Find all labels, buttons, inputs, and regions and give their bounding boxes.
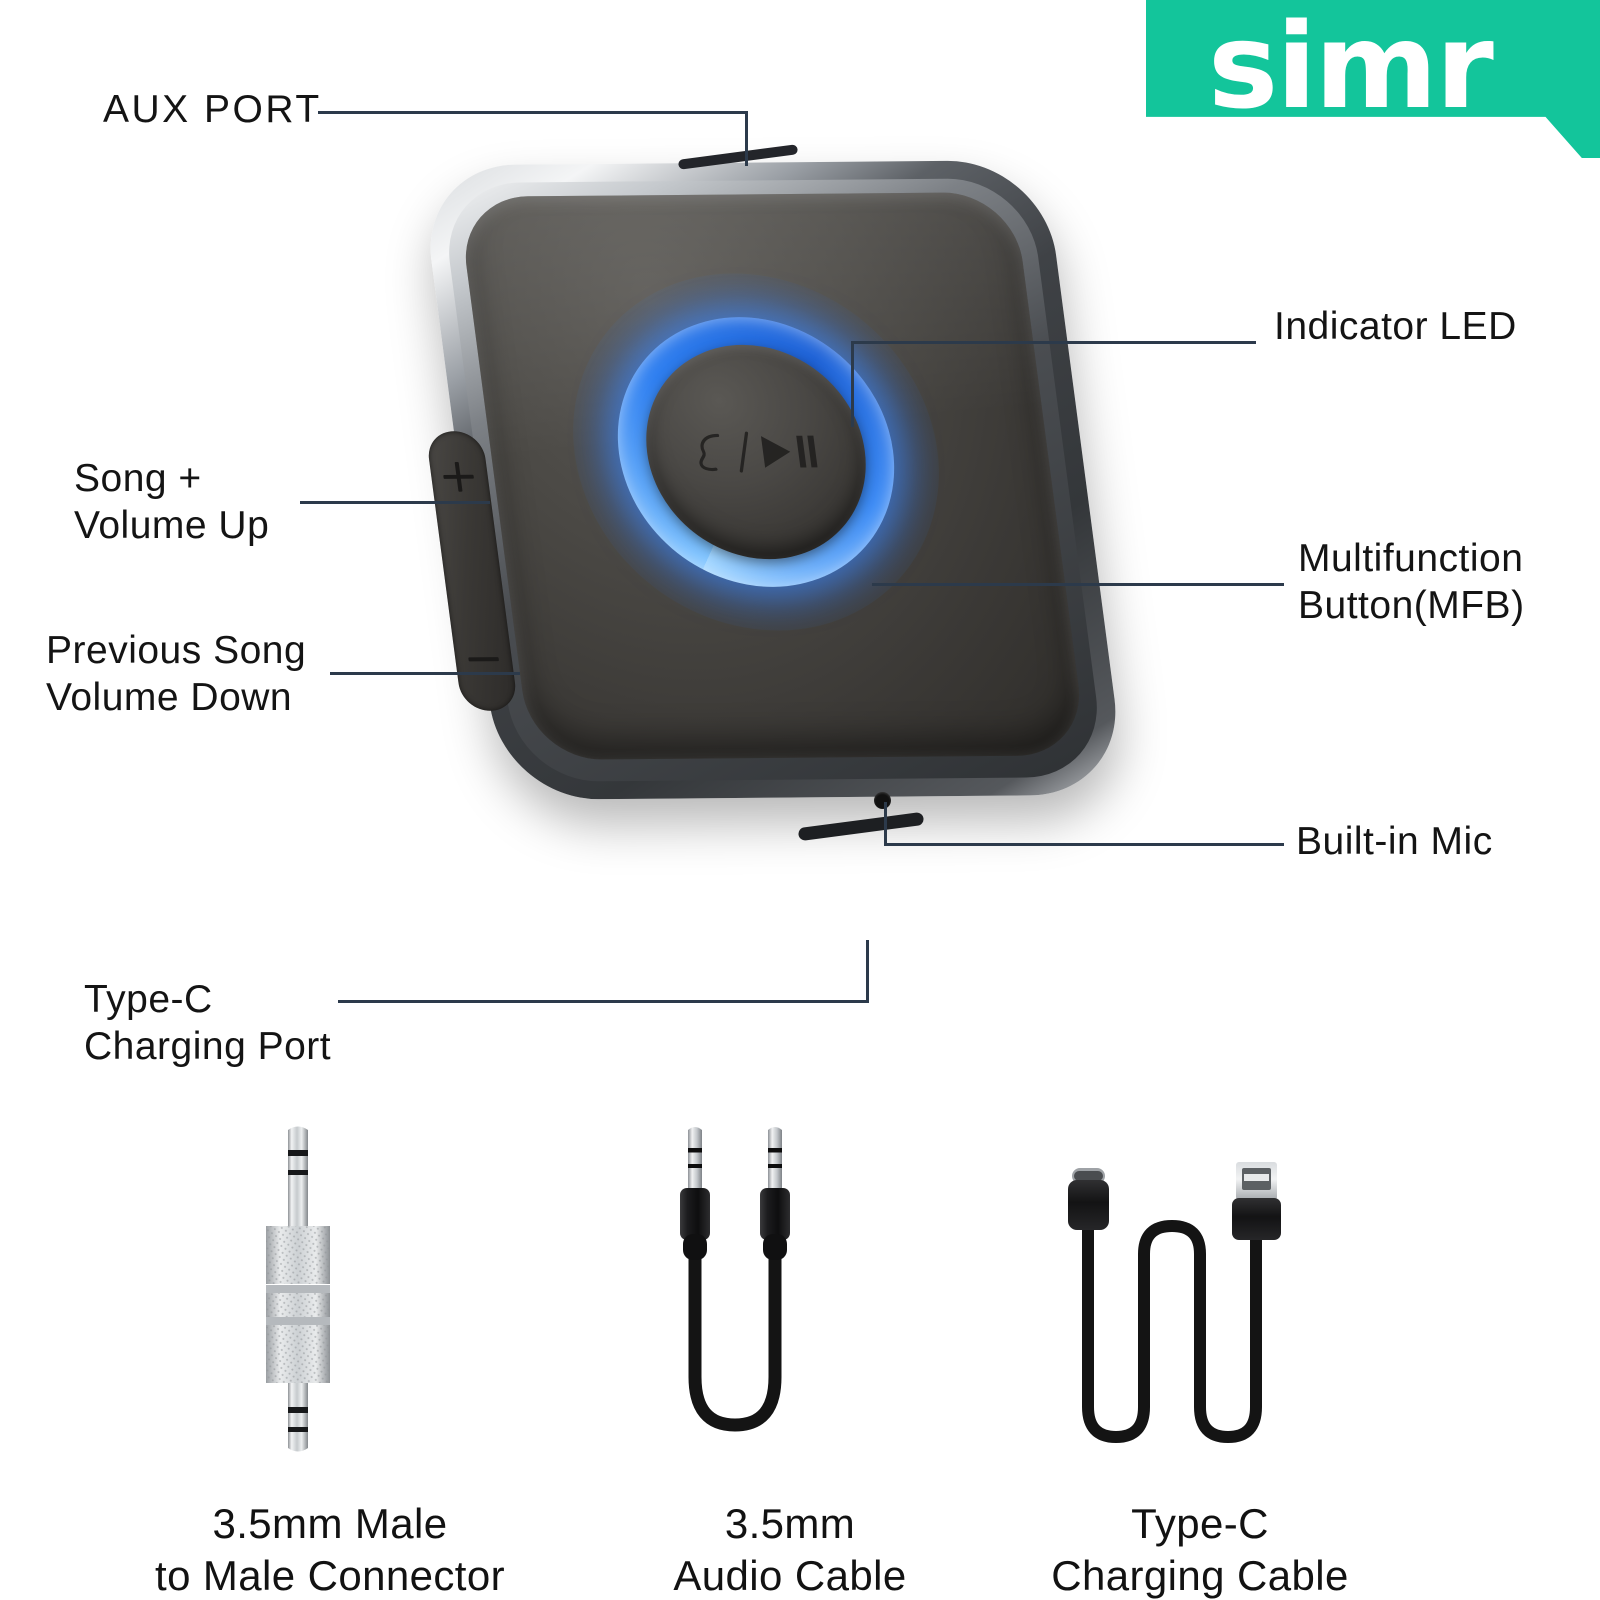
leader-line-indicator-drop [851,341,854,427]
type-c-port-slot[interactable] [797,811,925,842]
leader-line-mic [884,843,1284,846]
callout-label-indicator: Indicator LED [1274,305,1517,348]
accessory-audio-cable [650,1122,820,1467]
built-in-mic-hole [874,792,891,809]
callout-label-aux-port: AUX PORT [103,88,322,131]
callout-label-mfb: Multifunction Button(MFB) [1298,537,1525,627]
type-c-usb-charging-cable-icon [1068,1162,1281,1443]
callout-label-type-c-port: Type-C Charging Port [84,978,332,1068]
minus-icon [468,657,499,662]
accessory-caption-charging-cable: Type-C Charging Cable [1051,1500,1349,1599]
accessory-caption-male-to-male: 3.5mm Male to Male Connector [155,1500,505,1599]
leader-line-type-c-drop [866,940,869,1002]
led-button-assembly [551,271,961,633]
brand-wordmark: simr [1208,0,1494,135]
callout-label-prev-song: Previous Song Volume Down [46,629,307,719]
leader-line-indicator [851,341,1256,344]
mfb-glyph-group [691,430,822,475]
3.5mm-audio-cable-icon [680,1127,790,1432]
callout-label-song-up: Song + Volume Up [74,457,270,547]
leader-line-aux-port-drop [745,111,748,166]
leader-line-aux-port [318,111,748,114]
3.5mm-male-to-male-adapter-icon [266,1126,330,1452]
leader-line-mfb [872,583,1284,586]
leader-line-song-up [300,501,490,504]
leader-line-mic-drop [884,802,887,845]
device-illustration [408,130,1208,1020]
leader-line-type-c [338,1000,869,1003]
accessory-male-to-male-adapter [238,1122,358,1467]
callout-label-mic: Built-in Mic [1296,820,1493,863]
accessory-charging-cable [1030,1122,1310,1467]
accessory-caption-audio-cable: 3.5mm Audio Cable [673,1500,907,1599]
leader-line-prev-song [330,672,520,675]
play-pause-icon [760,435,818,468]
call-icon [699,433,720,472]
slash-icon [739,431,749,473]
multifunction-button[interactable] [633,343,879,561]
